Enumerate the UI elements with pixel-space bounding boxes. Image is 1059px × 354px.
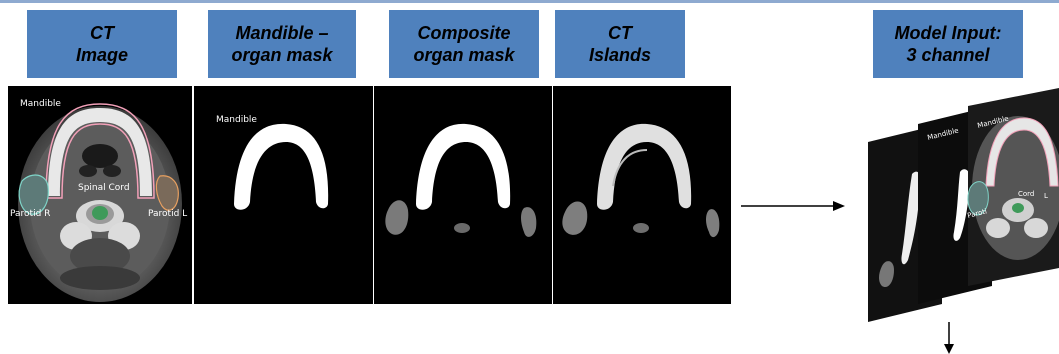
header-ct-islands: CT Islands [555, 10, 685, 78]
ct-image-panel: Mandible Spinal Cord Parotid R Parotid L [8, 86, 192, 304]
islands-cord [633, 223, 649, 233]
header-ct-image: CT Image [27, 10, 177, 78]
header-model-input: Model Input: 3 channel [873, 10, 1023, 78]
header-mandible-mask-line2: organ mask [208, 44, 356, 66]
label-parotid-r: Parotid R [10, 209, 50, 219]
header-model-input-line2: 3 channel [873, 44, 1023, 66]
header-mandible-mask: Mandible – organ mask [208, 10, 356, 78]
right-arrow [741, 198, 845, 214]
composite-mandible-shape [416, 124, 510, 210]
header-mandible-mask-line1: Mandible – [208, 22, 356, 44]
label-spinal-cord: Spinal Cord [78, 183, 130, 193]
top-divider-line [0, 0, 1059, 3]
ct-islands-panel [553, 86, 731, 304]
composite-mask-panel [374, 86, 552, 304]
header-ct-islands-line1: CT [555, 22, 685, 44]
mask-label-mandible: Mandible [216, 115, 257, 125]
header-composite-mask-line2: organ mask [389, 44, 539, 66]
islands-mandible-shape [597, 124, 691, 210]
header-composite-mask-line1: Composite [389, 22, 539, 44]
spinal-cord [92, 206, 108, 220]
islands-parotid-r [562, 202, 587, 235]
composite-parotid-r [385, 200, 408, 235]
mandible-mask-shape [234, 124, 328, 210]
down-arrow [943, 322, 955, 354]
header-ct-image-line1: CT [27, 22, 177, 44]
stack-label-cord: Cord [1018, 190, 1034, 198]
header-model-input-line1: Model Input: [873, 22, 1023, 44]
label-mandible: Mandible [20, 99, 61, 109]
stack-label-parotid-l: L [1044, 192, 1048, 200]
composite-cord [454, 223, 470, 233]
header-ct-islands-line2: Islands [555, 44, 685, 66]
mandible-mask-panel: Mandible [194, 86, 373, 304]
islands-parotid-l [706, 209, 719, 237]
header-ct-image-line2: Image [27, 44, 177, 66]
label-parotid-l: Parotid L [148, 209, 187, 219]
model-input-stack: Mandible Mandible Cord Paroti L [868, 88, 1059, 324]
composite-parotid-l [521, 207, 536, 237]
header-composite-mask: Composite organ mask [389, 10, 539, 78]
